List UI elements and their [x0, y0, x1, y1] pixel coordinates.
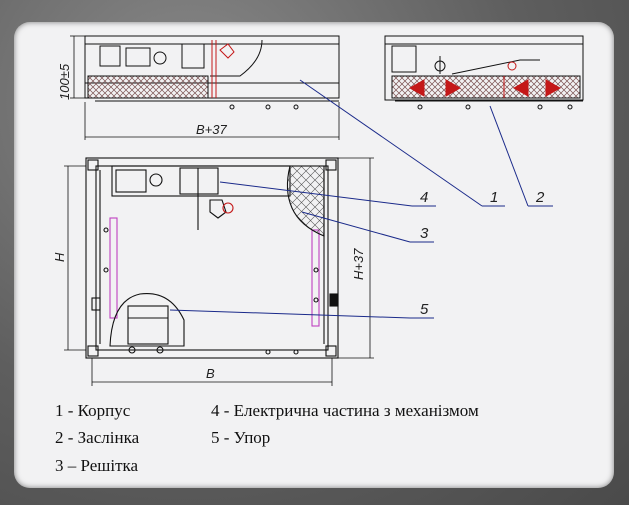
- legend-item-3: 3 – Решітка: [55, 456, 139, 475]
- front-view: [85, 157, 339, 359]
- callout-1: 1: [490, 189, 498, 206]
- top-right-view: [384, 35, 584, 110]
- dim-width-top: B+37: [196, 122, 227, 137]
- dim-height-top: 100±5: [57, 63, 72, 100]
- legend-item-2: 2 - Заслінка: [55, 428, 140, 447]
- dim-width-bottom: B: [206, 366, 215, 381]
- callout-4: 4: [420, 189, 428, 206]
- legend-item-4: 4 - Електрична частина з механізмом: [211, 401, 479, 420]
- dims-top-left: [70, 35, 340, 140]
- legend-item-1: 1 - Корпус: [55, 401, 131, 420]
- callout-5: 5: [420, 301, 429, 318]
- dim-height-side: H: [52, 252, 67, 262]
- legend-item-5: 5 - Упор: [211, 428, 271, 447]
- callout-2: 2: [535, 189, 545, 206]
- callout-3: 3: [420, 225, 429, 242]
- dims-front: [64, 157, 374, 386]
- top-left-view: [84, 35, 340, 110]
- leader-lines: [169, 79, 553, 319]
- dim-height-right: H+37: [351, 248, 366, 280]
